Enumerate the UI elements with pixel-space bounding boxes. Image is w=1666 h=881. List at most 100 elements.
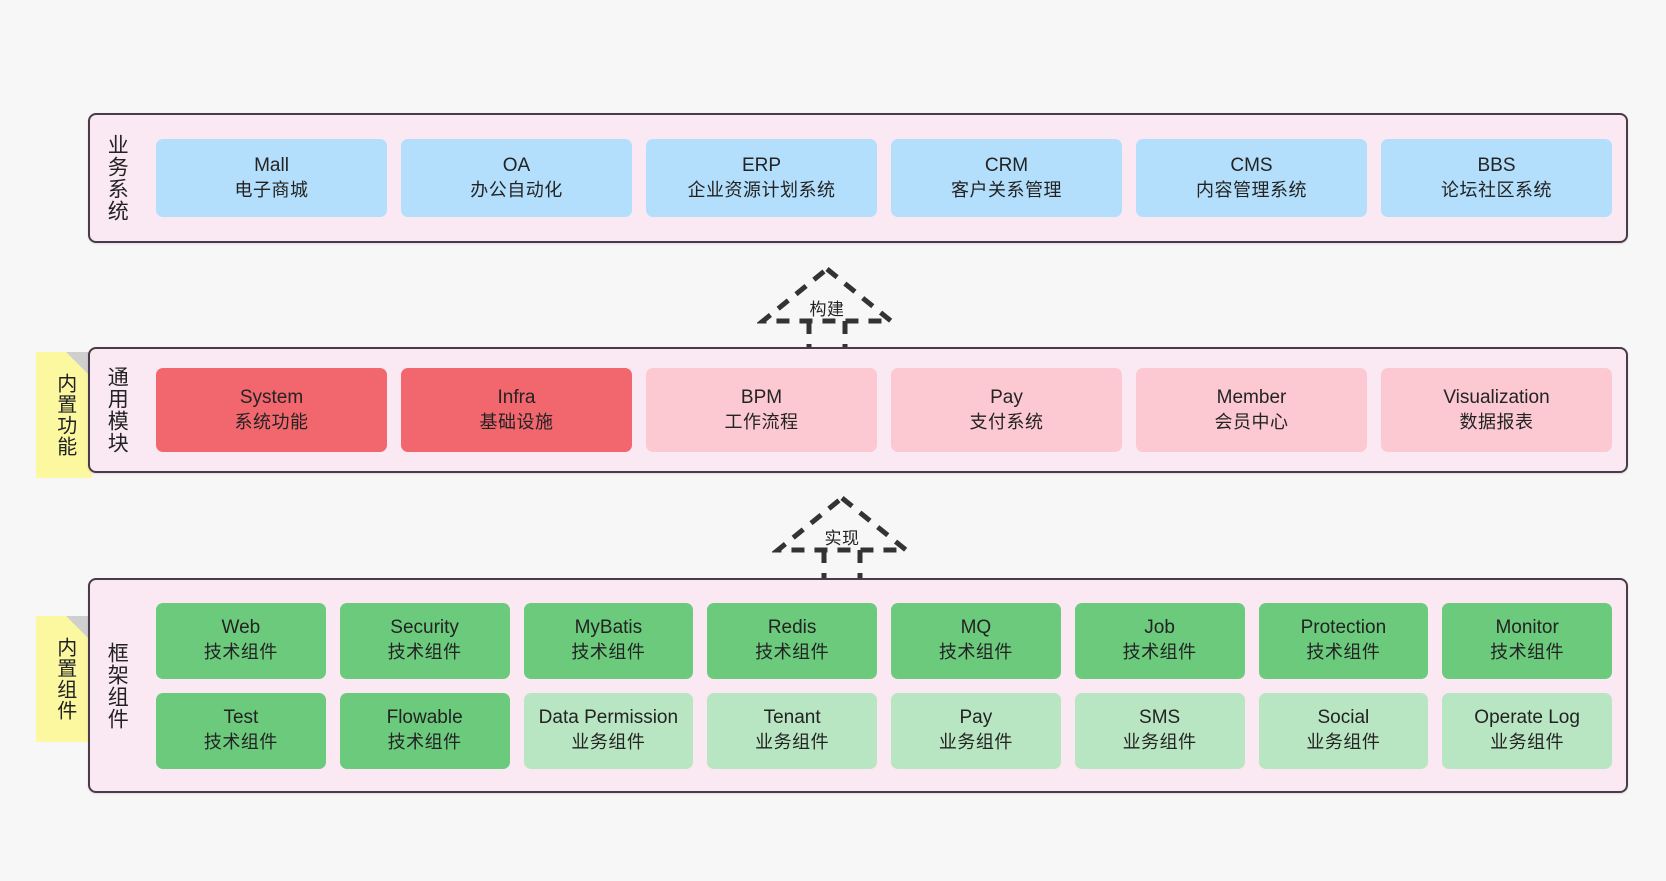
connector-build: 构建	[757, 263, 897, 349]
framework-card-operate-log[interactable]: Operate Log 业务组件	[1442, 692, 1612, 769]
business-card-cms[interactable]: CMS 内容管理系统	[1136, 139, 1367, 217]
card-title: Redis	[767, 617, 817, 639]
card-title: Flowable	[386, 707, 463, 729]
module-card-member[interactable]: Member 会员中心	[1136, 368, 1367, 452]
card-title: Pay	[959, 707, 993, 729]
note-builtin-features-label: 内置功能	[53, 373, 76, 457]
module-card-visualization[interactable]: Visualization 数据报表	[1381, 368, 1612, 452]
card-subtitle: 技术组件	[203, 642, 278, 663]
card-subtitle: 技术组件	[203, 732, 278, 753]
layer-framework-components-title: 框架组件	[105, 641, 129, 730]
card-subtitle: 系统功能	[234, 411, 309, 432]
card-subtitle: 会员中心	[1214, 411, 1289, 432]
card-subtitle: 技术组件	[1122, 642, 1197, 663]
layer-common-modules-title: 通用模块	[105, 366, 129, 454]
module-card-system[interactable]: System 系统功能	[156, 368, 387, 452]
framework-card-test[interactable]: Test 技术组件	[156, 692, 326, 769]
card-subtitle: 业务组件	[1306, 732, 1381, 753]
card-title: Protection	[1300, 617, 1387, 639]
framework-card-sms[interactable]: SMS 业务组件	[1074, 692, 1245, 769]
card-title: Monitor	[1495, 617, 1559, 639]
card-subtitle: 数据报表	[1459, 411, 1534, 432]
card-subtitle: 客户关系管理	[951, 179, 1062, 200]
framework-card-tenant[interactable]: Tenant 业务组件	[707, 692, 877, 769]
note-builtin-features: 内置功能	[36, 352, 92, 478]
note-fold-corner-icon	[66, 616, 92, 642]
business-card-erp[interactable]: ERP 企业资源计划系统	[646, 139, 877, 217]
connector-implement: 实现	[772, 492, 912, 578]
framework-card-mybatis[interactable]: MyBatis 技术组件	[523, 602, 694, 679]
card-subtitle: 技术组件	[387, 732, 462, 753]
business-card-mall[interactable]: Mall 电子商城	[156, 139, 387, 217]
card-title: Member	[1216, 386, 1287, 408]
connector-implement-arrow	[772, 494, 912, 578]
business-card-oa[interactable]: OA 办公自动化	[401, 139, 632, 217]
card-title: Security	[390, 617, 459, 639]
card-subtitle: 办公自动化	[470, 179, 563, 200]
card-title: BBS	[1477, 154, 1516, 176]
layer-business-system-title: 业务系统	[105, 134, 129, 222]
connector-implement-label: 实现	[824, 529, 860, 548]
module-card-infra[interactable]: Infra 基础设施	[401, 368, 632, 452]
card-subtitle: 技术组件	[571, 642, 646, 663]
business-card-bbs[interactable]: BBS 论坛社区系统	[1381, 139, 1612, 217]
card-title: Web	[221, 617, 261, 639]
connector-build-label: 构建	[809, 300, 845, 319]
card-subtitle: 技术组件	[755, 642, 830, 663]
framework-card-monitor[interactable]: Monitor 技术组件	[1442, 602, 1612, 679]
card-title: Visualization	[1443, 386, 1550, 408]
card-subtitle: 技术组件	[387, 642, 462, 663]
connector-build-arrow	[757, 265, 897, 349]
card-title: MyBatis	[574, 617, 643, 639]
card-subtitle: 技术组件	[1490, 642, 1565, 663]
card-subtitle: 工作流程	[724, 411, 799, 432]
framework-card-redis[interactable]: Redis 技术组件	[707, 602, 877, 679]
framework-card-protection[interactable]: Protection 技术组件	[1258, 602, 1429, 679]
card-subtitle: 企业资源计划系统	[687, 179, 836, 200]
card-title: Social	[1317, 707, 1370, 729]
card-title: BPM	[740, 386, 783, 408]
card-title: Mall	[254, 154, 289, 176]
card-title: SMS	[1139, 707, 1181, 729]
card-title: ERP	[741, 154, 782, 176]
card-subtitle: 业务组件	[755, 732, 830, 753]
card-title: Infra	[497, 386, 536, 408]
card-subtitle: 基础设施	[479, 411, 554, 432]
module-card-bpm[interactable]: BPM 工作流程	[646, 368, 877, 452]
card-title: Tenant	[763, 707, 821, 729]
framework-card-social[interactable]: Social 业务组件	[1258, 692, 1429, 769]
framework-card-web[interactable]: Web 技术组件	[156, 602, 326, 679]
note-builtin-components-label: 内置组件	[53, 637, 76, 721]
card-title: CMS	[1230, 154, 1273, 176]
note-fold-corner-icon	[66, 352, 92, 378]
framework-card-security[interactable]: Security 技术组件	[339, 602, 510, 679]
card-subtitle: 业务组件	[1122, 732, 1197, 753]
card-title: Data Permission	[538, 707, 679, 729]
card-subtitle: 论坛社区系统	[1441, 179, 1552, 200]
card-subtitle: 内容管理系统	[1196, 179, 1307, 200]
card-title: Test	[223, 707, 259, 729]
card-subtitle: 技术组件	[938, 642, 1013, 663]
note-builtin-components: 内置组件	[36, 616, 92, 742]
card-subtitle: 支付系统	[969, 411, 1044, 432]
card-subtitle: 业务组件	[1490, 732, 1565, 753]
card-subtitle: 电子商城	[234, 179, 309, 200]
card-title: OA	[502, 154, 531, 176]
card-title: Operate Log	[1474, 707, 1580, 729]
card-title: System	[239, 386, 304, 408]
card-subtitle: 技术组件	[1306, 642, 1381, 663]
framework-card-flowable[interactable]: Flowable 技术组件	[339, 692, 510, 769]
